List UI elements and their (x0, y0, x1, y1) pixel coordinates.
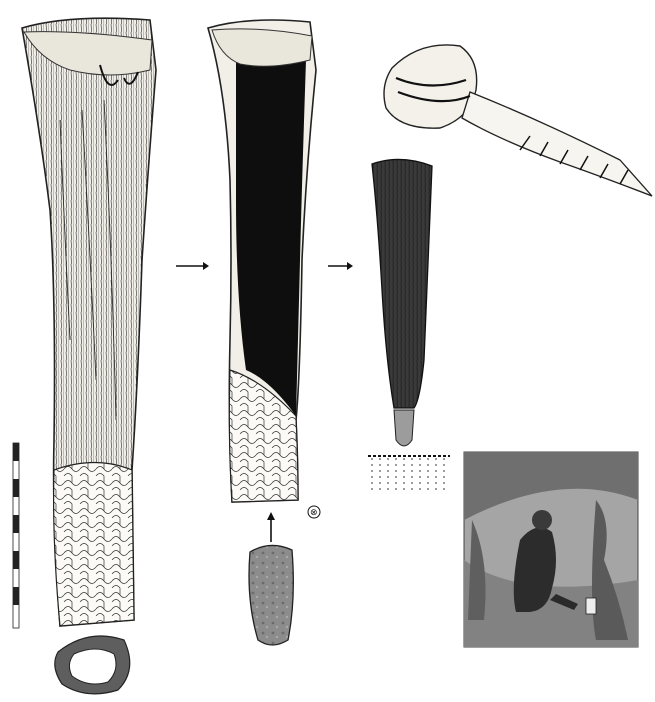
bone-drawing-original (22, 18, 156, 626)
mining-scene-image (464, 452, 638, 647)
scale-bar (13, 443, 19, 628)
antler-tool (372, 159, 432, 446)
bone-drawing-cut (208, 20, 316, 502)
bone-cross-section (55, 636, 130, 694)
panel-marker: ⊗ (308, 506, 320, 518)
svg-text:⊗: ⊗ (310, 508, 318, 518)
bone-point-fragment (249, 545, 293, 645)
arrow-up (267, 512, 275, 542)
dotted-grid-inset (368, 454, 450, 494)
arrow-right-1 (176, 262, 209, 270)
arrow-right-2 (328, 262, 353, 270)
